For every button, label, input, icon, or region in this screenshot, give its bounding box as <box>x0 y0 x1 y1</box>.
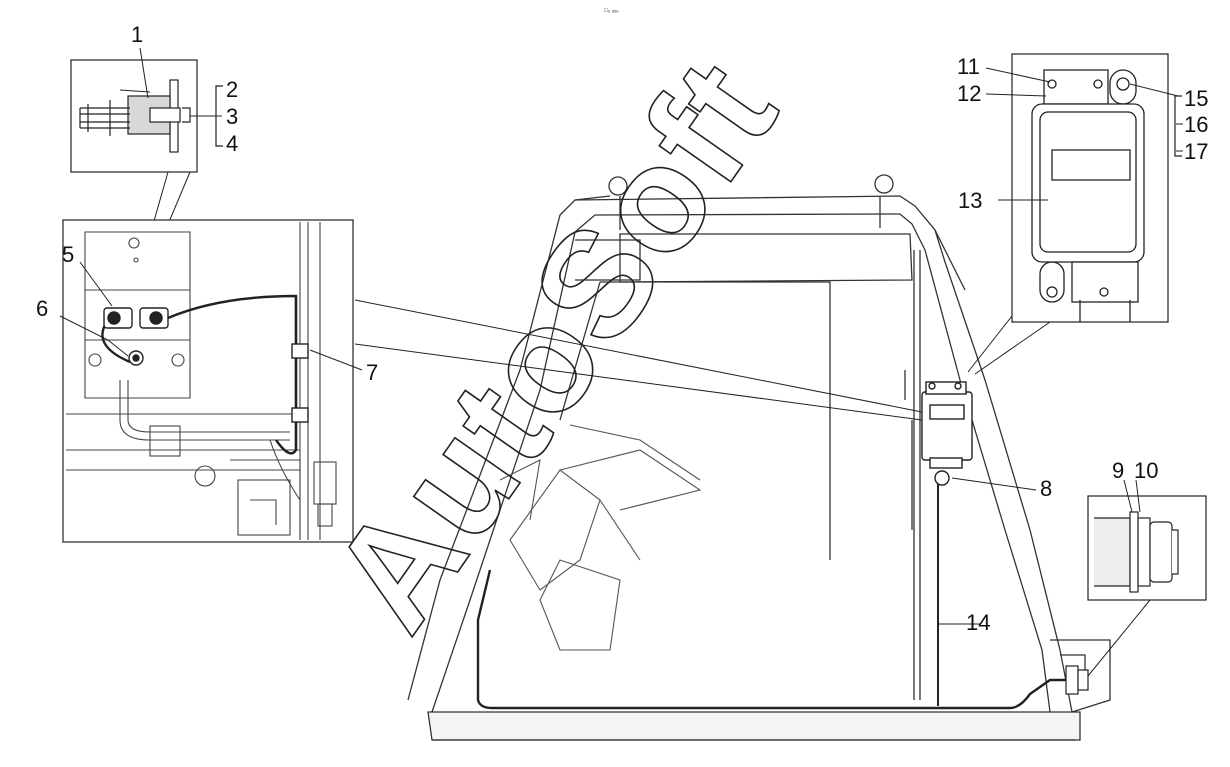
callout-labels: 1 2 3 4 5 6 7 8 9 10 11 12 13 14 15 16 1… <box>36 22 1208 635</box>
callout-8: 8 <box>1040 476 1052 501</box>
callout-3: 3 <box>226 104 238 129</box>
cab-interior <box>499 424 702 651</box>
harness-14 <box>476 569 1072 710</box>
callout-13: 13 <box>958 188 982 213</box>
switch-unit-on-cab <box>921 381 973 486</box>
callout-12: 12 <box>957 81 981 106</box>
callout-16: 16 <box>1184 112 1208 137</box>
watermark: AutoSoft <box>299 30 809 658</box>
callout-11: 11 <box>957 54 980 79</box>
callout-14: 14 <box>966 610 990 635</box>
callout-7: 7 <box>366 360 378 385</box>
image-code: □₀ ₒₒₒ <box>604 8 619 14</box>
callout-6: 6 <box>36 296 48 321</box>
callout-4: 4 <box>226 131 238 156</box>
callout-10: 10 <box>1134 458 1158 483</box>
callout-5: 5 <box>62 242 74 267</box>
cab-outline <box>407 174 1111 741</box>
callout-9: 9 <box>1112 458 1124 483</box>
detail-mount-plate <box>62 219 354 543</box>
detail-socket <box>1087 495 1207 601</box>
callout-15: 15 <box>1184 86 1208 111</box>
callout-leaders <box>59 47 1179 625</box>
callout-1: 1 <box>131 22 143 47</box>
callout-17: 17 <box>1184 139 1208 164</box>
detail-switch-unit <box>1011 53 1182 323</box>
callout-2: 2 <box>226 77 238 102</box>
detail-connector-box <box>70 59 198 173</box>
